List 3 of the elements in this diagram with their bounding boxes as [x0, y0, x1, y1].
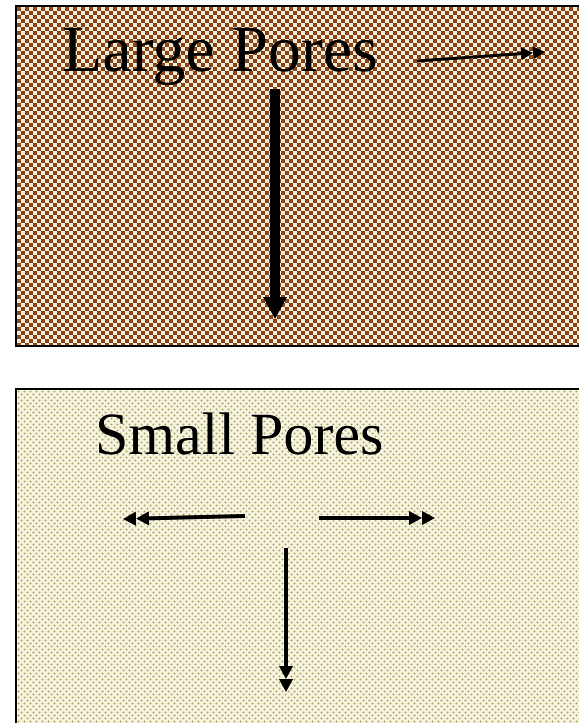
soil-panel: [15, 5, 579, 347]
panel-heading: Small Pores: [95, 404, 384, 464]
soil-panel: [15, 388, 579, 723]
